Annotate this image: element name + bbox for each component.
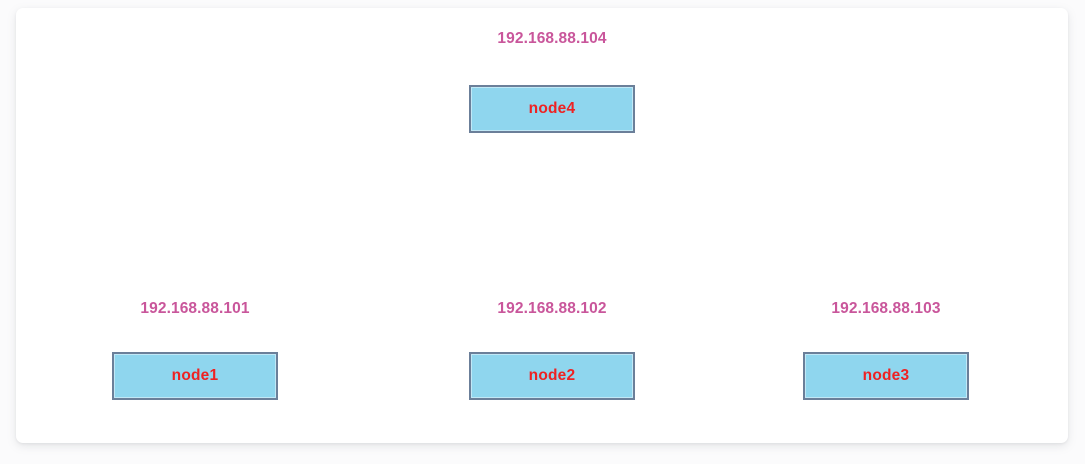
node-box-node4[interactable]: node4 <box>469 85 635 133</box>
node-box-node3[interactable]: node3 <box>803 352 969 400</box>
node-label-node1: node1 <box>171 367 219 384</box>
ip-label-node2: 192.168.88.102 <box>497 300 607 317</box>
node-label-node3: node3 <box>862 367 910 384</box>
node-box-node2[interactable]: node2 <box>469 352 635 400</box>
ip-label-node3: 192.168.88.103 <box>831 300 941 317</box>
node-label-node2: node2 <box>528 367 576 384</box>
ip-label-node1: 192.168.88.101 <box>140 300 250 317</box>
node-label-node4: node4 <box>528 100 576 117</box>
ip-label-node4: 192.168.88.104 <box>497 30 607 47</box>
node-box-node1[interactable]: node1 <box>112 352 278 400</box>
